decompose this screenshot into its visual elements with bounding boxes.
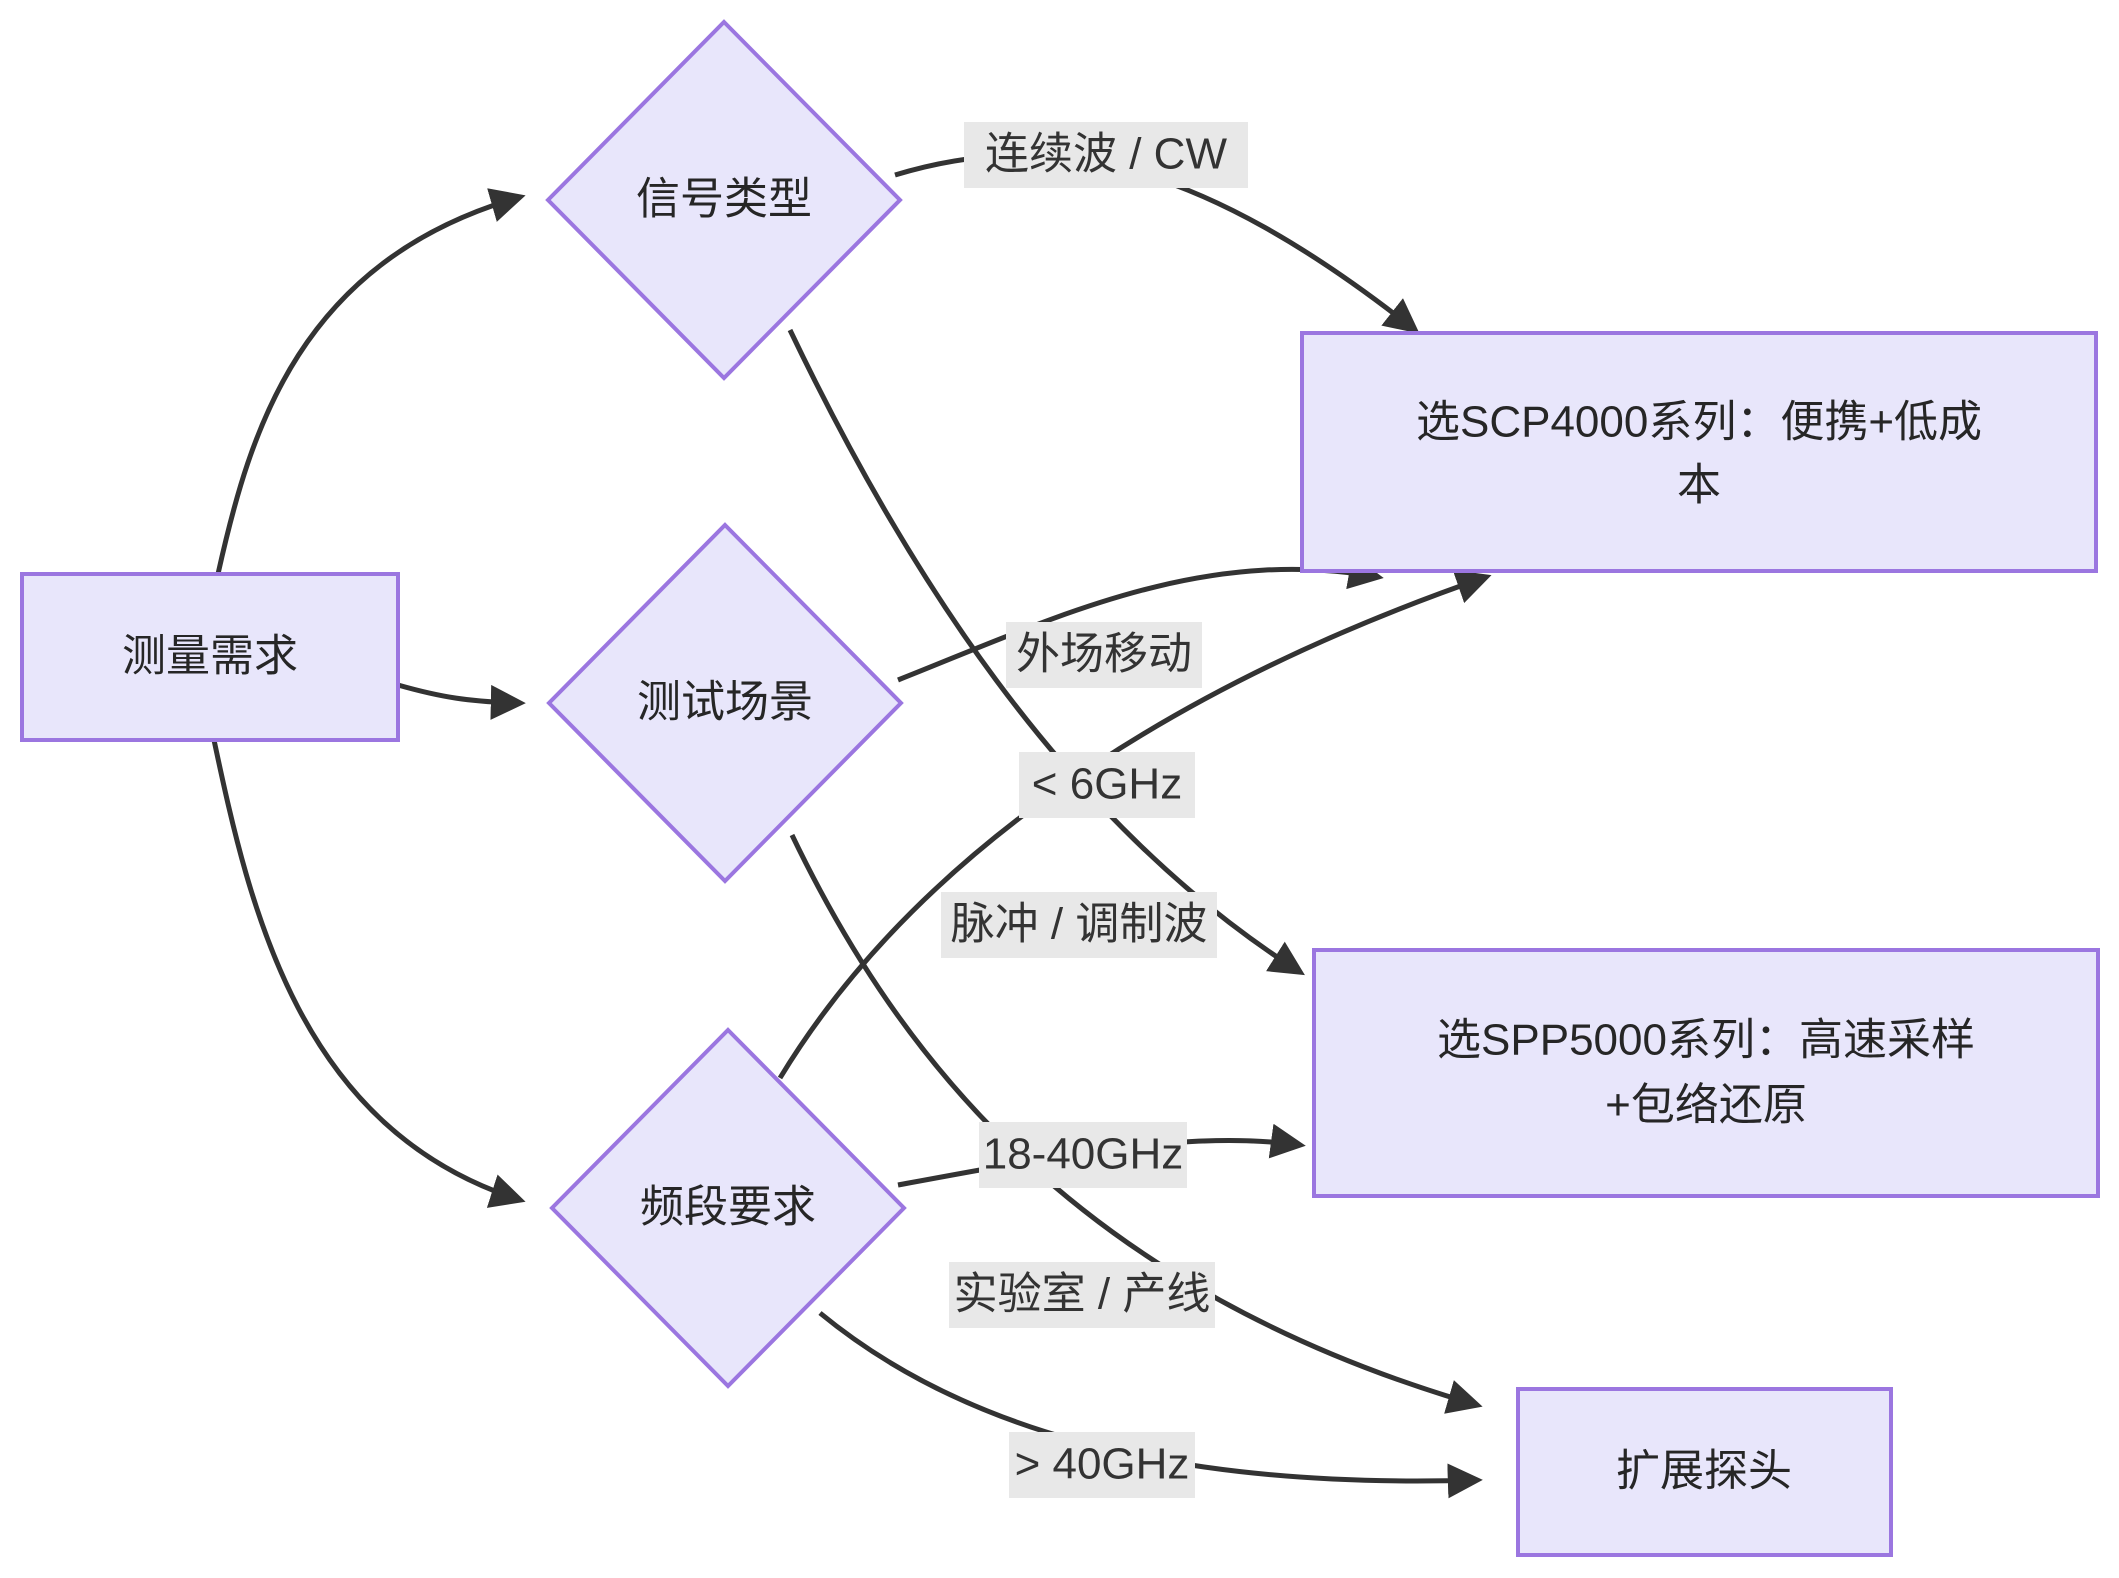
node-band-requirement[interactable]: 频段要求 (549, 1027, 907, 1389)
edge-label-pulse-modulated: 脉冲 / 调制波 (941, 892, 1217, 958)
edge-label-text-lab-production: 实验室 / 产线 (954, 1270, 1211, 1319)
node-label-scp4000-line1: 选SCP4000系列：便携+低成 (1416, 398, 1982, 447)
edge-start-to-band-requirement (211, 739, 526, 1208)
node-label-scp4000-line2: 本 (1677, 461, 1721, 510)
edge-label-lab-production: 实验室 / 产线 (949, 1262, 1215, 1328)
node-label-extension-probe: 扩展探头 (1616, 1447, 1792, 1496)
node-label-band-requirement: 频段要求 (640, 1183, 816, 1232)
edge-label-text-over-40ghz: > 40GHz (1015, 1440, 1190, 1489)
edge-label-cw: 连续波 / CW (964, 122, 1248, 188)
node-label-signal-type: 信号类型 (636, 175, 812, 224)
edges-layer (211, 152, 1492, 1499)
nodes-layer: 测量需求 信号类型 测试场景 频段要求 选SCP4000系列：便携+低成 本 (20, 19, 2100, 1557)
node-test-scene[interactable]: 测试场景 (546, 522, 904, 884)
node-measurement-requirement[interactable]: 测量需求 (20, 572, 400, 742)
edge-label-text-under-6ghz: < 6GHz (1032, 760, 1182, 809)
node-signal-type[interactable]: 信号类型 (545, 19, 903, 381)
node-label-measurement-requirement: 测量需求 (122, 632, 298, 681)
edge-label-field-mobile: 外场移动 (1006, 622, 1202, 688)
edge-label-over-40ghz: > 40GHz (1009, 1432, 1195, 1498)
node-extension-probe[interactable]: 扩展探头 (1516, 1387, 1893, 1557)
edge-start-to-signal-type (215, 188, 526, 575)
node-label-spp5000-line1: 选SPP5000系列：高速采样 (1437, 1016, 1975, 1065)
node-spp5000[interactable]: 选SPP5000系列：高速采样 +包络还原 (1312, 948, 2100, 1198)
edge-label-text-pulse-modulated: 脉冲 / 调制波 (951, 900, 1208, 949)
edge-label-under-6ghz: < 6GHz (1019, 752, 1195, 818)
edge-label-text-field-mobile: 外场移动 (1016, 630, 1192, 679)
edge-label-text-18-to-40ghz: 18-40GHz (983, 1130, 1184, 1179)
node-scp4000[interactable]: 选SCP4000系列：便携+低成 本 (1300, 331, 2098, 573)
edge-start-to-test-scene (397, 682, 526, 720)
node-label-spp5000-line2: +包络还原 (1605, 1081, 1807, 1130)
edge-labels-layer: 连续波 / CW 外场移动 < 6GHz 脉冲 / 调制波 18-40GHz 实 (941, 122, 1248, 1498)
edge-label-18-to-40ghz: 18-40GHz (979, 1122, 1187, 1188)
node-label-test-scene: 测试场景 (637, 678, 813, 727)
edge-label-text-cw: 连续波 / CW (985, 130, 1227, 179)
